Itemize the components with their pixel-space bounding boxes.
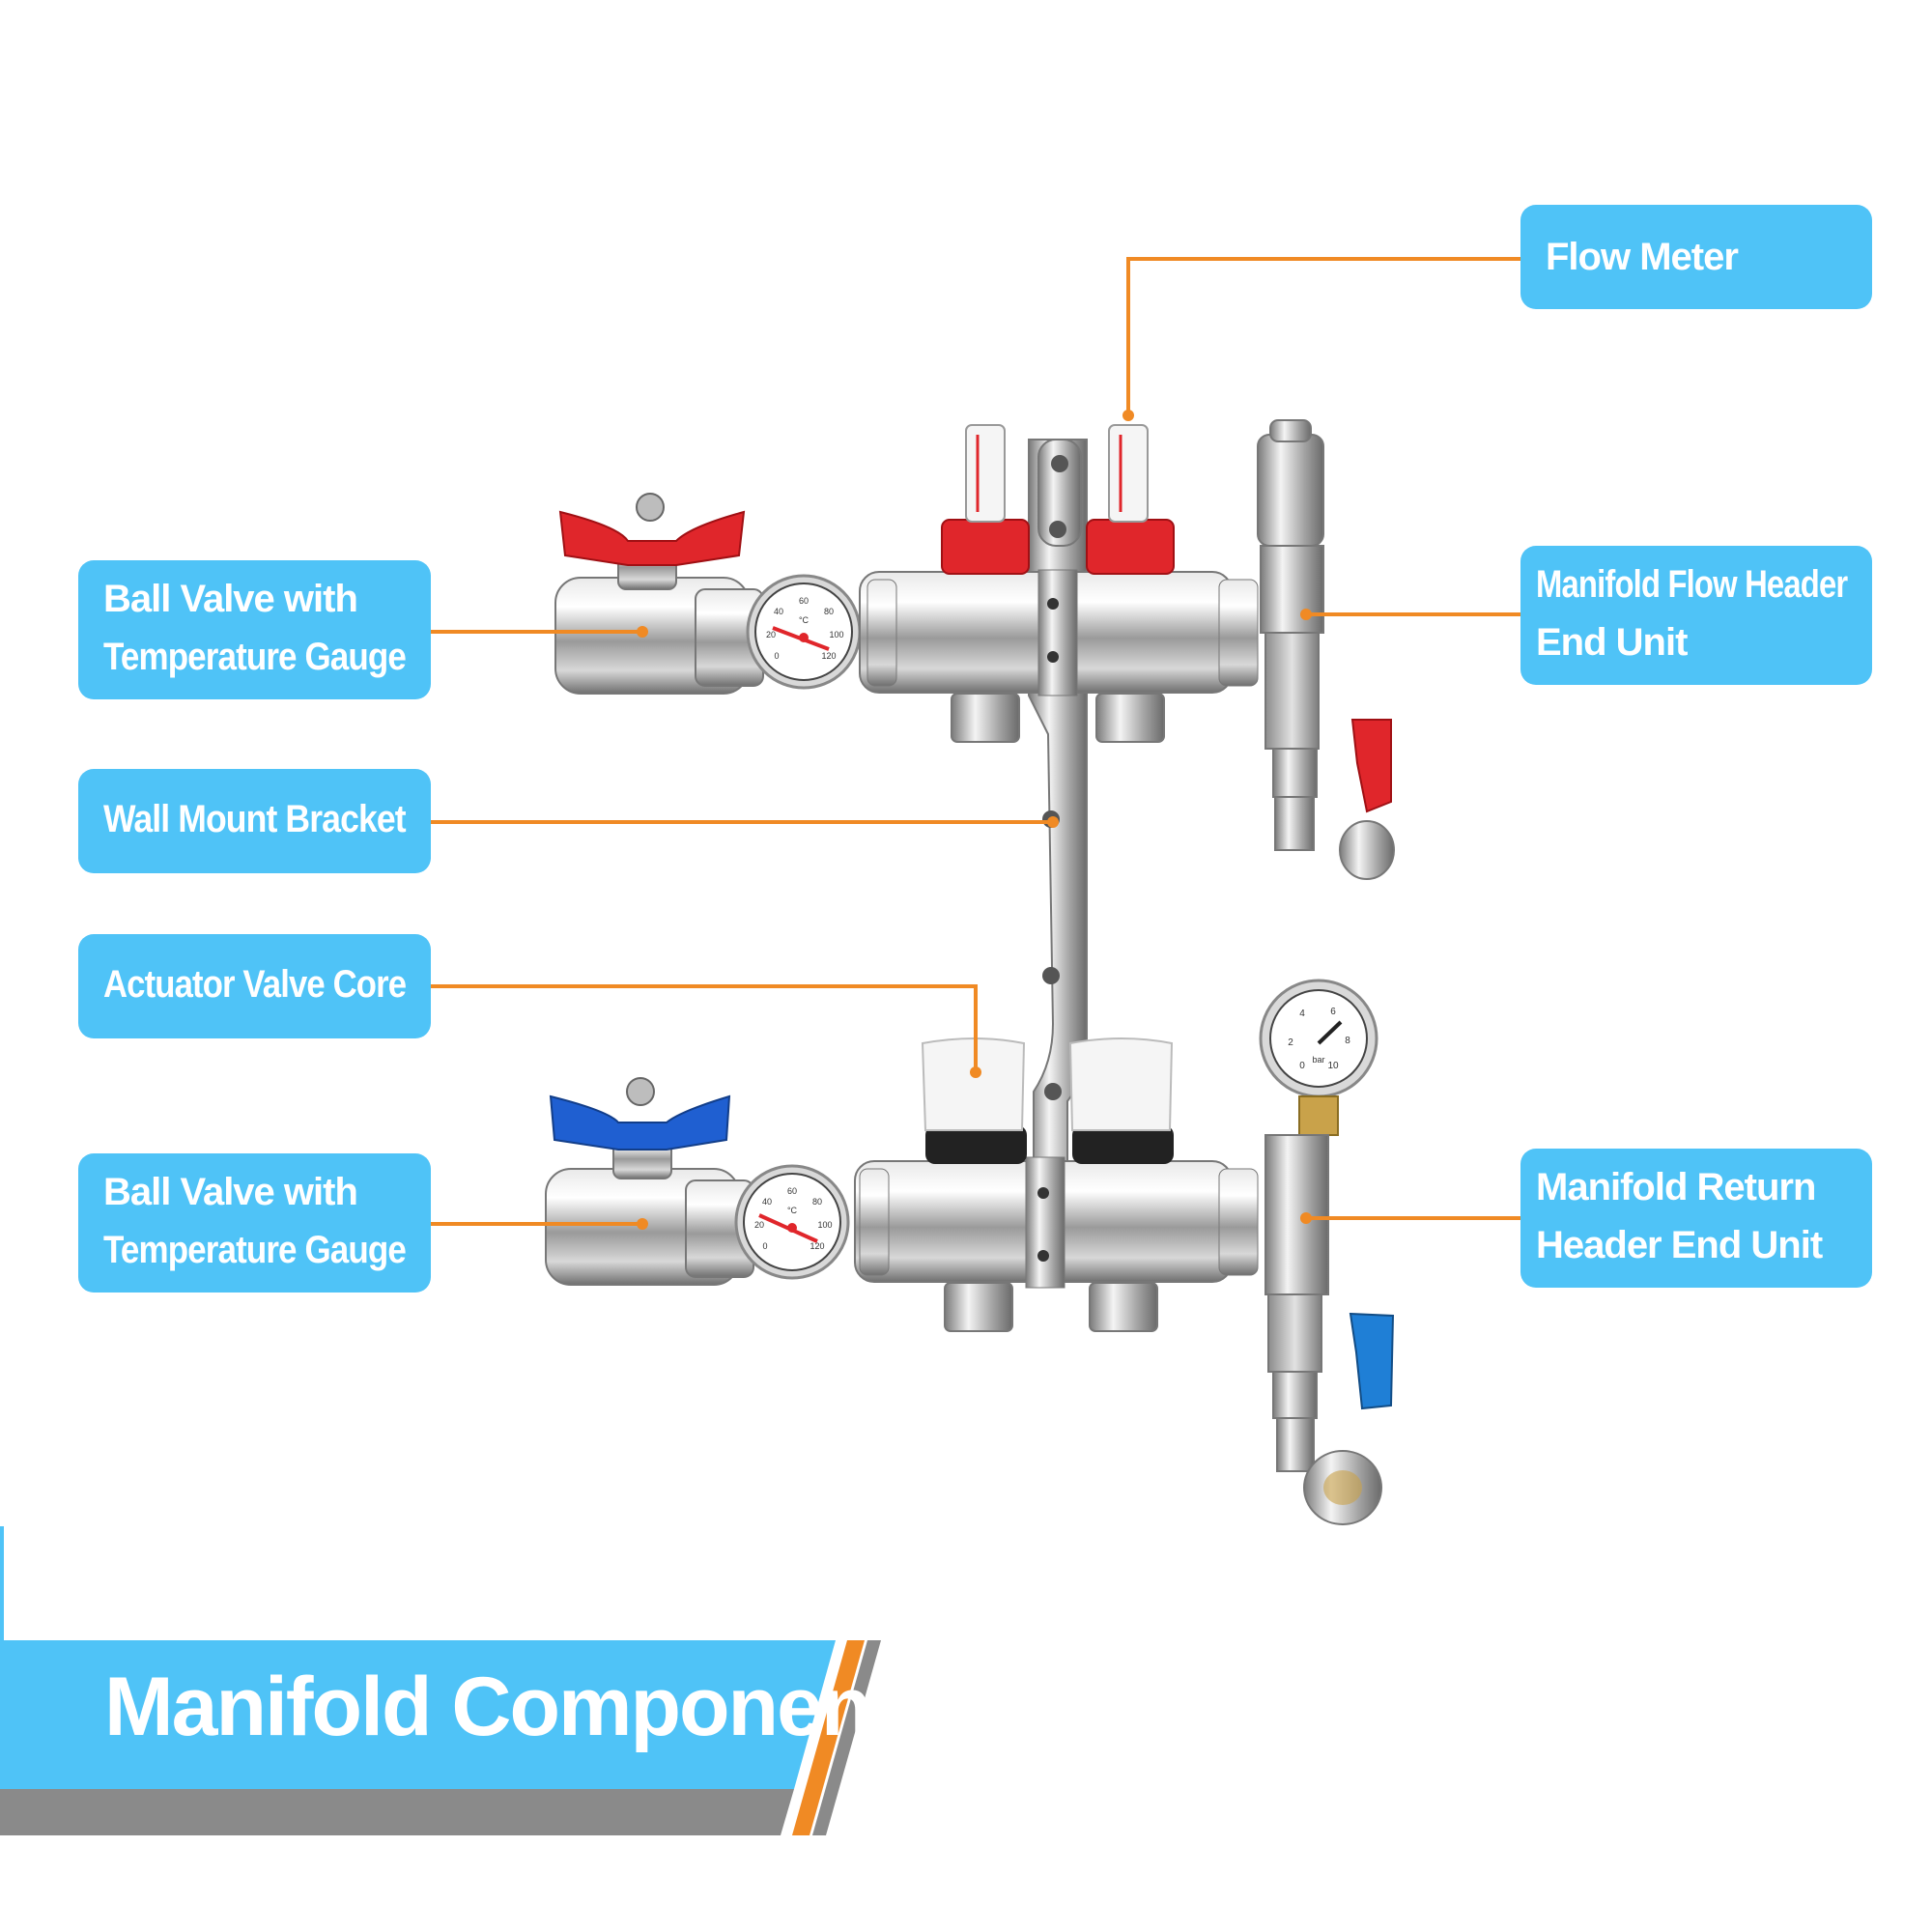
title-banner [0,1526,881,1835]
callout-return-header-end-line2: Header End Unit [1536,1224,1823,1266]
callout-return-header-end: Manifold Return Header End Unit [1520,1149,1872,1288]
leader-flow-meter [1126,257,1520,415]
svg-text:80: 80 [824,607,834,616]
leader-actuator-core [431,984,978,1072]
svg-text:8: 8 [1345,1036,1350,1046]
svg-text:40: 40 [762,1197,772,1207]
callout-ball-valve-top-line2: Temperature Gauge [103,636,407,678]
svg-text:10: 10 [1327,1061,1339,1071]
callout-return-header-end-line1: Manifold Return [1536,1166,1816,1208]
actuator-valve-core-right [1068,1037,1174,1164]
callout-wall-bracket: Wall Mount Bracket [78,769,431,873]
callout-ball-valve-bottom-line1: Ball Valve with [103,1171,358,1213]
svg-text:2: 2 [1288,1037,1293,1048]
flow-meter-right [1086,424,1175,575]
callout-ball-valve-top-line1: Ball Valve with [103,578,358,620]
svg-text:120: 120 [821,651,836,661]
svg-text:°C: °C [787,1206,798,1215]
svg-text:°C: °C [799,615,810,625]
svg-text:120: 120 [810,1241,824,1251]
svg-text:100: 100 [829,630,843,639]
callout-ball-valve-bottom-line2: Temperature Gauge [103,1229,407,1271]
callout-flow-meter-text: Flow Meter [1546,236,1739,278]
blue-drain-handle [1349,1312,1395,1410]
svg-text:40: 40 [774,607,783,616]
svg-text:60: 60 [787,1186,797,1196]
callout-actuator-core-text: Actuator Valve Core [103,963,407,1006]
svg-text:20: 20 [754,1220,764,1230]
callout-wall-bracket-text: Wall Mount Bracket [103,798,407,840]
callout-flow-header-end-line1: Manifold Flow Header [1536,563,1848,606]
svg-text:bar: bar [1312,1055,1324,1065]
return-manifold: 60 40 80 20 100 0 120 °C [545,979,1395,1525]
svg-text:100: 100 [817,1220,832,1230]
svg-text:60: 60 [799,596,809,606]
leader-lines [431,257,1520,1230]
svg-text:20: 20 [766,630,776,639]
callout-ball-valve-top: Ball Valve with Temperature Gauge [78,560,431,699]
callout-flow-header-end: Manifold Flow Header End Unit [1520,546,1872,685]
bottom-temperature-gauge: 60 40 80 20 100 0 120 °C [734,1164,850,1280]
callout-actuator-core: Actuator Valve Core [78,934,431,1038]
callout-ball-valve-bottom: Ball Valve with Temperature Gauge [78,1153,431,1293]
svg-text:0: 0 [774,651,779,661]
red-butterfly-handle [558,510,746,566]
callout-flow-header-end-line2: End Unit [1536,621,1688,664]
flow-meter-left [941,424,1030,575]
svg-text:4: 4 [1299,1009,1305,1019]
callout-flow-meter: Flow Meter [1520,205,1872,309]
red-drain-handle [1350,719,1392,813]
page-title: Manifold Components [104,1661,942,1753]
svg-text:0: 0 [762,1241,767,1251]
flow-manifold: 60 40 80 20 100 0 120 °C [554,419,1395,880]
blue-butterfly-handle [549,1094,731,1151]
return-header-end-unit: 2 4 6 8 10 0 bar [1259,979,1395,1525]
svg-text:80: 80 [812,1197,822,1207]
top-temperature-gauge: 60 40 80 20 100 0 120 °C [746,574,862,690]
svg-text:6: 6 [1330,1007,1336,1017]
flow-header-end-unit [1257,419,1395,880]
svg-text:0: 0 [1299,1061,1305,1071]
actuator-valve-core-left [921,1037,1027,1164]
